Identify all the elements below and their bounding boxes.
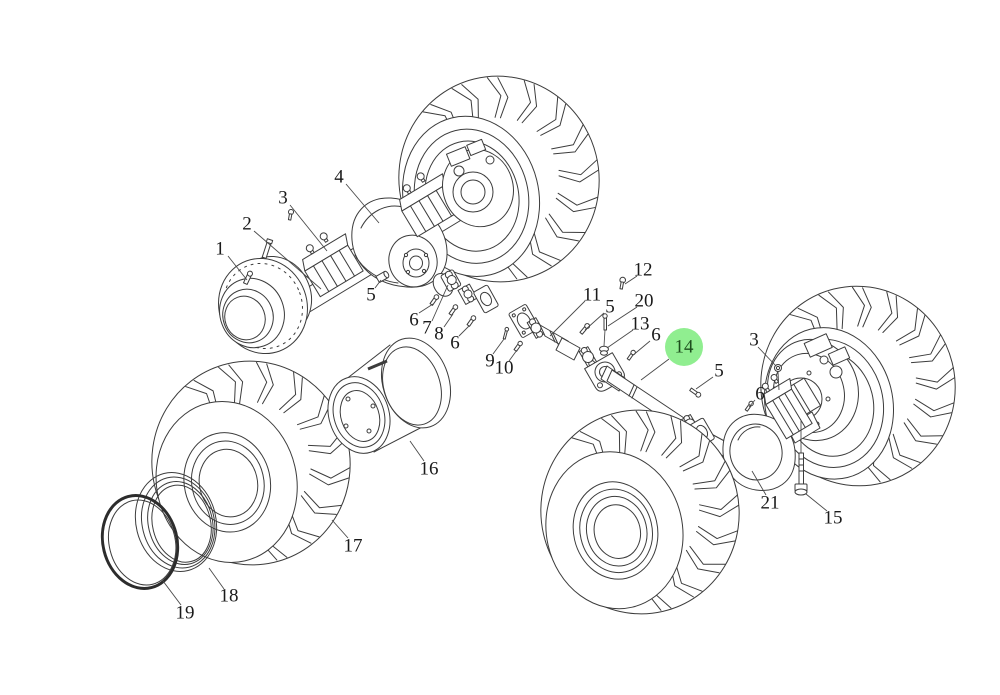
front-brake-detail <box>442 138 514 228</box>
callout-18[interactable]: 18 <box>220 586 239 607</box>
differential-cover <box>729 423 783 481</box>
callout-20-leader <box>607 306 638 327</box>
callout-19-leader <box>162 580 182 606</box>
callout-6[interactable]: 6 <box>409 310 419 331</box>
callout-18-leader <box>208 567 225 590</box>
callout-4[interactable]: 4 <box>334 167 344 188</box>
callout-6[interactable]: 6 <box>755 384 765 405</box>
callout-7-leader <box>431 284 449 322</box>
callout-14-leader <box>640 358 670 381</box>
front-hub <box>218 255 312 355</box>
callout-5-leader <box>374 279 382 289</box>
callout-11[interactable]: 11 <box>583 285 601 306</box>
wheel-rim <box>327 337 451 454</box>
shaft-sleeve <box>555 337 581 361</box>
callout-6[interactable]: 6 <box>450 333 460 354</box>
callout-16[interactable]: 16 <box>420 459 439 480</box>
callout-6[interactable]: 6 <box>651 325 661 346</box>
callout-2-leader <box>253 230 322 290</box>
u-joint-parts <box>429 269 499 327</box>
callout-19[interactable]: 19 <box>176 603 195 624</box>
callout-5[interactable]: 5 <box>605 297 615 318</box>
callout-21[interactable]: 21 <box>761 493 780 514</box>
callout-5[interactable]: 5 <box>714 361 724 382</box>
washer-part <box>599 345 609 356</box>
callout-5-leader <box>695 376 714 390</box>
callout-6-leader <box>418 303 434 314</box>
callout-8[interactable]: 8 <box>434 324 444 345</box>
callout-8-leader <box>443 313 454 328</box>
spare-tire <box>151 360 351 566</box>
callout-15-leader <box>805 493 828 512</box>
callout-10-leader <box>508 349 518 362</box>
callout-3[interactable]: 3 <box>278 188 288 209</box>
callout-15[interactable]: 15 <box>824 508 843 529</box>
callout-1[interactable]: 1 <box>215 239 225 260</box>
callout-13-leader <box>606 329 634 349</box>
stud-part <box>602 313 608 347</box>
callout-20[interactable]: 20 <box>635 291 654 312</box>
callout-1-leader <box>227 255 248 281</box>
callout-12-leader <box>624 275 638 285</box>
u-joint-spider <box>526 317 546 339</box>
bolt-part <box>579 323 591 335</box>
nut-part <box>774 364 782 391</box>
pin-part <box>502 326 510 340</box>
callout-4-leader <box>345 183 380 224</box>
callout-17[interactable]: 17 <box>344 536 363 557</box>
callout-5[interactable]: 5 <box>366 285 376 306</box>
callout-17-leader <box>331 519 349 539</box>
callout-3-leader <box>289 204 328 252</box>
bolt-part <box>513 340 523 352</box>
plug-part <box>375 270 390 284</box>
callout-6-leader <box>458 325 470 337</box>
highlight-circle[interactable] <box>665 328 703 366</box>
hub-stud <box>242 270 253 285</box>
rear-left-tire <box>540 409 740 615</box>
lock-ring <box>100 494 180 590</box>
callout-6-leader <box>748 399 756 408</box>
spring-bracket <box>302 232 364 298</box>
long-bolt-part <box>794 420 808 496</box>
callout-14[interactable]: 14 <box>675 337 695 358</box>
bolt-part <box>689 387 702 398</box>
callout-7[interactable]: 7 <box>422 318 432 339</box>
bolt-part <box>626 349 636 361</box>
callout-6-leader <box>631 340 651 357</box>
callout-16-leader <box>409 440 425 462</box>
callout-2[interactable]: 2 <box>242 214 252 235</box>
callout-5-leader <box>584 312 605 331</box>
callout-9[interactable]: 9 <box>485 351 495 372</box>
callout-9-leader <box>492 338 505 355</box>
callout-11-leader <box>549 300 586 337</box>
callout-3[interactable]: 3 <box>749 330 759 351</box>
spare-wheel-parts <box>100 337 451 590</box>
callout-12[interactable]: 12 <box>634 260 653 281</box>
bolt-part <box>287 209 294 221</box>
callout-10[interactable]: 10 <box>495 358 514 379</box>
front-axle-assembly <box>218 138 514 355</box>
bead-ring <box>134 472 218 572</box>
stud-part <box>261 238 274 259</box>
callout-21-leader <box>751 470 767 496</box>
callout-3-leader <box>757 346 777 367</box>
bolt-part <box>619 276 626 290</box>
callout-13[interactable]: 13 <box>631 314 650 335</box>
